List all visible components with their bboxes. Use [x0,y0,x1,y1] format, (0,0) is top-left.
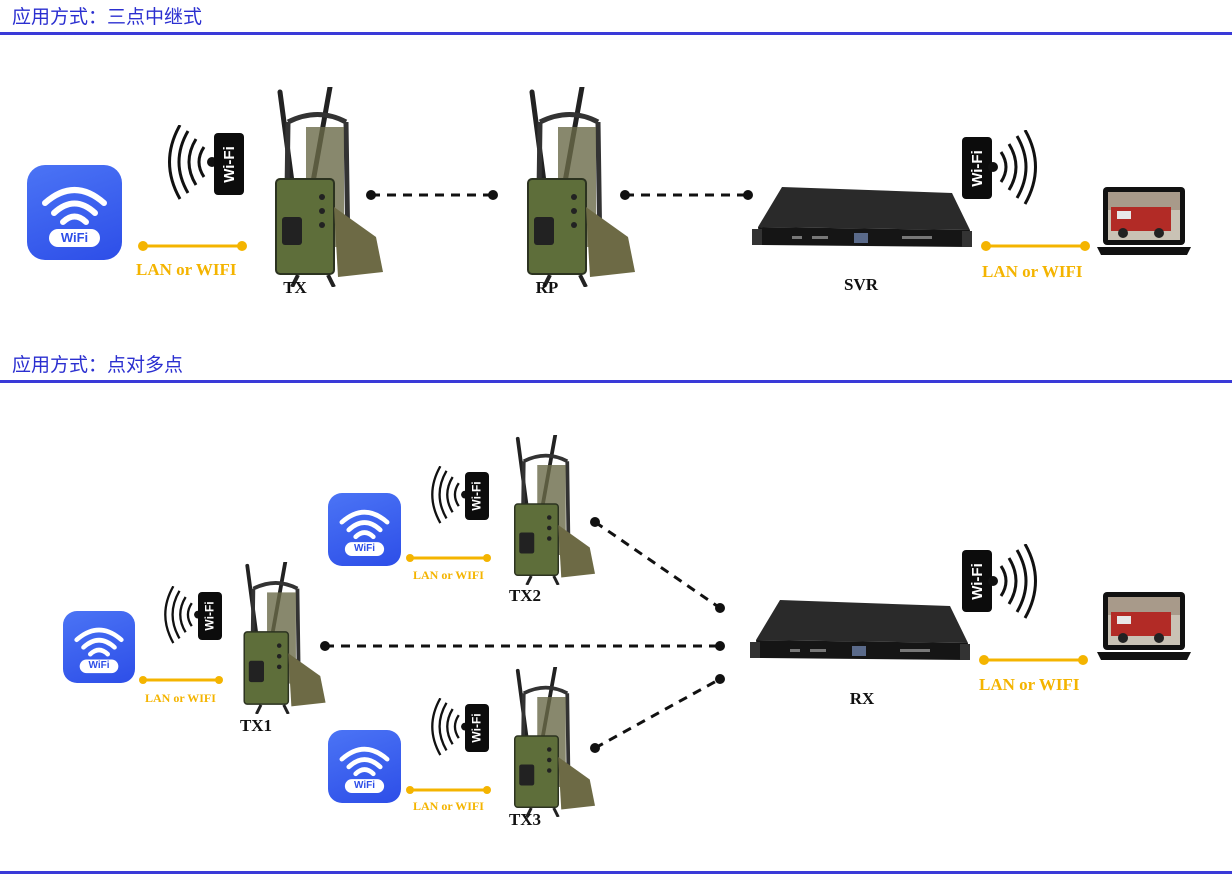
link-label-rx: LAN or WIFI [979,675,1080,694]
node-label-tx1: TX1 [239,716,273,735]
section-title-multipoint: 应用方式：点对多点 [12,354,184,376]
wifi-badge: Wi-Fi [962,137,992,199]
mp-link-tx2-rx [590,517,725,613]
wifi-app-text: WiFi [353,780,375,791]
wifi-badge: Wi-Fi [962,550,992,612]
wifi-app-text: WiFi [353,543,375,554]
wifi-signal-icon [985,129,1045,205]
wifi-signal-icon [425,697,491,756]
backpack-transmitter-rp [520,84,638,288]
wifi-badge: Wi-Fi [465,472,489,520]
mp-link-tx1-rx [320,641,725,651]
link-label-relay-right: LAN or WIFI [982,262,1083,281]
node-label-rp: RP [535,278,559,297]
wifi-signal-icon [425,465,491,524]
wifi-app-icon: WiFi [328,730,401,803]
wifi-signal-icon [160,124,246,200]
link-label-tx1: LAN or WIFI [145,691,216,705]
backpack-transmitter-tx [268,84,386,288]
node-label-svr: SVR [843,275,878,294]
node-label-rx: RX [849,689,875,708]
rack-receiver-rx [750,598,970,668]
link-label-tx3: LAN or WIFI [413,799,484,813]
wifi-badge: Wi-Fi [214,133,244,195]
relay-lan-link-left [138,241,247,251]
section-rule-relay [0,32,1232,35]
mp-lan-link-tx3 [406,786,491,794]
mp-lan-link-rx [979,655,1088,665]
relay-link-rp-svr [620,190,753,200]
relay-link-tx-rp [366,190,498,200]
relay-lan-link-right [981,241,1090,251]
mp-link-tx3-rx [590,674,725,753]
backpack-transmitter-tx3 [506,665,600,818]
link-label-tx2: LAN or WIFI [413,568,484,582]
mp-lan-link-tx1 [139,676,223,684]
node-label-tx3: TX3 [508,810,542,829]
link-label-relay-left: LAN or WIFI [136,260,237,279]
node-label-tx: TX [283,278,307,297]
section-title-relay: 应用方式：三点中继式 [12,6,203,28]
mp-lan-link-tx2 [406,554,491,562]
wifi-app-icon: WiFi [27,165,122,260]
laptop-icon [1097,590,1191,665]
wifi-badge: Wi-Fi [465,704,489,752]
wifi-badge: Wi-Fi [198,592,222,640]
wifi-app-text: WiFi [88,660,110,671]
section-rule-bottom [0,871,1232,874]
wifi-app-text: WiFi [60,230,89,245]
wifi-signal-icon [985,543,1045,619]
wifi-app-icon: WiFi [63,611,135,683]
laptop-icon [1097,185,1191,260]
backpack-transmitter-tx2 [506,433,600,586]
node-label-tx2: TX2 [508,586,542,605]
wifi-app-icon: WiFi [328,493,401,566]
backpack-transmitter-tx1 [236,560,330,715]
section-rule-multipoint [0,380,1232,383]
rack-receiver-svr [752,185,972,255]
